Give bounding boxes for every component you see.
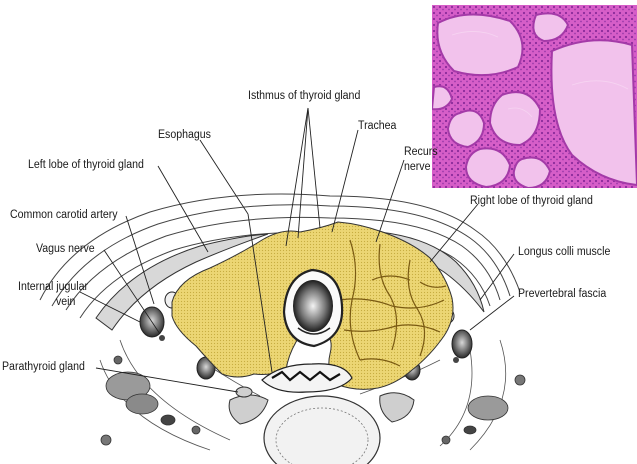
label-vagus-nerve: Vagus nerve: [36, 243, 95, 257]
label-longus-colli-muscle: Longus colli muscle: [518, 246, 610, 260]
label-parathyroid-gland: Parathyroid gland: [2, 361, 85, 375]
label-esophagus: Esophagus: [158, 129, 211, 143]
label-trachea: Trachea: [358, 120, 396, 134]
label-recurrent-nerve-line-2: nerve: [404, 161, 430, 175]
label-internal-jugular-vein-line-2: vein: [56, 296, 75, 310]
thyroid-histology-micrograph: [432, 5, 637, 188]
label-isthmus-of-thyroid-gland: Isthmus of thyroid gland: [248, 90, 360, 104]
label-recurrent-nerve-line-1: Recurs: [404, 146, 438, 160]
label-internal-jugular-vein-line-1: Internal jugular: [18, 281, 88, 295]
label-left-lobe-of-thyroid-gland: Left lobe of thyroid gland: [28, 159, 144, 173]
label-right-lobe-of-thyroid-gland: Right lobe of thyroid gland: [470, 195, 593, 209]
parathyroid-gland-shape: [236, 387, 252, 397]
vertebral-body: [264, 396, 380, 464]
label-prevertebral-fascia: Prevertebral fascia: [518, 288, 606, 302]
trachea: [284, 270, 342, 346]
label-common-carotid-artery: Common carotid artery: [10, 209, 118, 223]
